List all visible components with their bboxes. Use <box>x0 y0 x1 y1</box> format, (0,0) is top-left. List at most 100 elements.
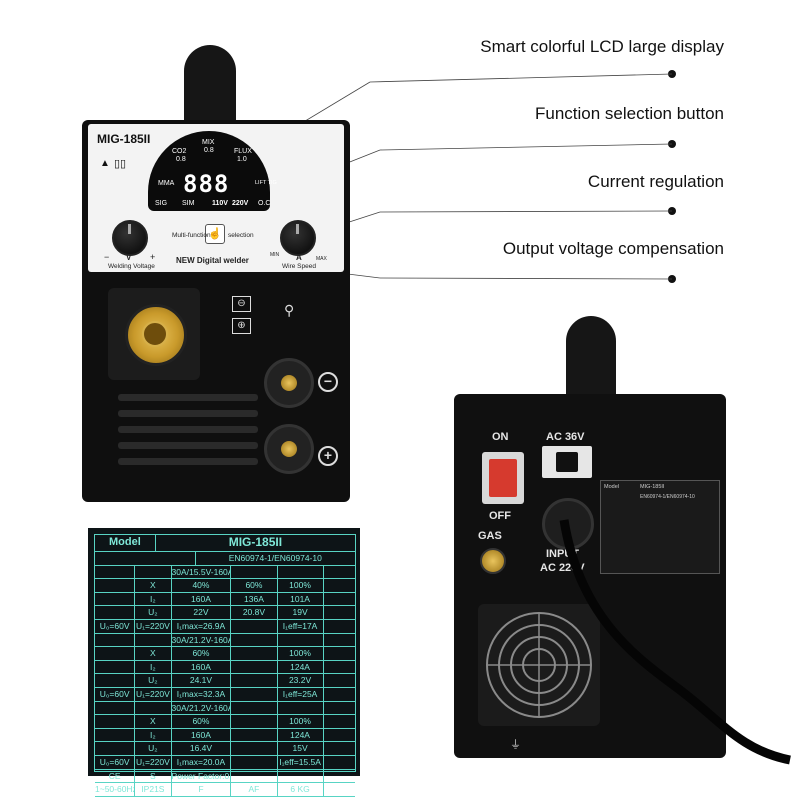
fan-grille-icon <box>486 612 592 718</box>
gas-inlet[interactable] <box>480 548 506 574</box>
rating-cell <box>95 579 136 592</box>
power-switch[interactable] <box>489 459 517 497</box>
ground-icon: ⏚ <box>510 739 521 751</box>
rating-cell <box>324 742 355 755</box>
rating-cell <box>231 728 278 742</box>
rating-cell <box>324 593 355 606</box>
rating-cell: 124A <box>278 728 324 742</box>
gas-label: GAS <box>478 530 502 542</box>
rating-symbols <box>95 552 196 565</box>
rating-cell: U₂ <box>135 742 172 755</box>
rating-row: 30A/21.2V-160A/26.4V <box>95 701 355 716</box>
rating-cell: 6 KG <box>278 783 324 796</box>
rating-standard: EN60974-1/EN60974-10 <box>228 553 322 563</box>
rating-cell: 20.8V <box>231 606 278 619</box>
function-select-button[interactable]: ☝ <box>205 224 225 244</box>
rating-cell <box>231 687 278 701</box>
rear-carry-handle <box>566 316 616 402</box>
rating-body: 30A/15.5V-160A/22VX40%60%100%I₂160A136A1… <box>95 565 355 797</box>
lcd-110v: 110V <box>212 200 228 207</box>
rating-cell <box>231 660 278 674</box>
rating-cell <box>278 565 324 579</box>
rating-cell <box>231 674 278 687</box>
rating-cell: 30A/15.5V-160A/22V <box>172 565 232 579</box>
rating-cell: 40% <box>172 579 232 592</box>
on-label: ON <box>492 431 509 443</box>
rating-cell: 1~50-60Hz <box>95 783 136 796</box>
rating-cell: 100% <box>278 715 324 728</box>
seven-segment-readout: 888 <box>183 170 230 198</box>
vent-slot <box>118 410 258 417</box>
rating-cell <box>278 633 324 647</box>
ac36-label: AC 36V <box>546 431 585 443</box>
ac36-outlet-socket[interactable] <box>556 452 578 472</box>
minus-icon: − <box>318 372 338 392</box>
lcd-lift: LIFT TIG <box>255 180 277 186</box>
wire-speed-knob[interactable] <box>280 220 316 256</box>
rating-cell: U₁=220V <box>135 619 172 633</box>
vent-slot <box>118 394 258 401</box>
rating-row: 30A/21.2V-160A/26.4V <box>95 633 355 648</box>
rating-plate <box>88 528 360 776</box>
rating-cell <box>231 565 278 579</box>
torch-icon: ⚲ <box>284 302 295 318</box>
lcd-mix-val: 0.8 <box>204 147 214 154</box>
voltage-v: V <box>126 253 132 262</box>
power-cable <box>559 519 791 765</box>
rating-cell <box>135 701 172 715</box>
rating-cell: 101A <box>278 592 324 606</box>
rating-cell: X <box>135 647 172 660</box>
vent-slot <box>118 442 258 449</box>
polarity-plus-icon: ⊕ <box>232 318 251 334</box>
welding-voltage-knob[interactable] <box>112 220 148 256</box>
negative-terminal[interactable] <box>264 358 314 408</box>
rating-cell: U₁=220V <box>135 687 172 701</box>
rating-cell: 160A <box>172 660 232 674</box>
rating-cell <box>95 715 136 728</box>
lcd-mma: MMA <box>158 180 175 187</box>
rating-cell <box>95 606 136 619</box>
max-label: MAX <box>316 256 327 262</box>
warning-icon: ▲ <box>100 158 110 169</box>
rating-cell: 19V <box>278 606 324 619</box>
rating-cell: I₁max=32.3A <box>172 687 232 701</box>
rating-cell: 124A <box>278 660 324 674</box>
wire-speed-label: Wire Speed <box>282 263 316 270</box>
rating-cell <box>324 579 355 592</box>
rating-model: MIG-185II <box>228 535 283 549</box>
rating-cell: U₀=60V <box>95 619 136 633</box>
rating-cell <box>95 633 136 647</box>
carry-handle <box>184 45 236 133</box>
rating-cell: 60% <box>231 579 278 592</box>
rating-cell: 100% <box>278 579 324 592</box>
rating-cell: X <box>135 715 172 728</box>
rating-cell: U₂ <box>135 606 172 619</box>
rating-cell <box>95 674 136 687</box>
rating-cell: I₂ <box>135 592 172 606</box>
rating-cell <box>324 756 355 769</box>
lcd-co2: CO2 <box>172 148 187 155</box>
rating-cell <box>324 702 355 715</box>
rating-cell: I₁max=26.9A <box>172 619 232 633</box>
callout-current-regulation: Current regulation <box>587 172 724 191</box>
rating-cell <box>324 674 355 687</box>
plus-icon: + <box>318 446 338 466</box>
lcd-flux-val: 1.0 <box>237 156 247 163</box>
euro-connector-center <box>142 321 168 347</box>
rating-cell <box>95 701 136 715</box>
rating-cell <box>324 729 355 742</box>
rating-cell <box>231 769 278 783</box>
rating-cell: 22V <box>172 606 232 619</box>
rating-cell: I₁eff=15.5A <box>278 755 324 769</box>
rating-cell <box>231 742 278 755</box>
callout-function-button: Function selection button <box>534 104 724 123</box>
rating-cell <box>324 770 355 783</box>
rating-cell: 60% <box>172 647 232 660</box>
voltage-minus: − <box>104 252 110 262</box>
rear-plate-standard: EN60974-1/EN60974-10 <box>640 494 695 500</box>
